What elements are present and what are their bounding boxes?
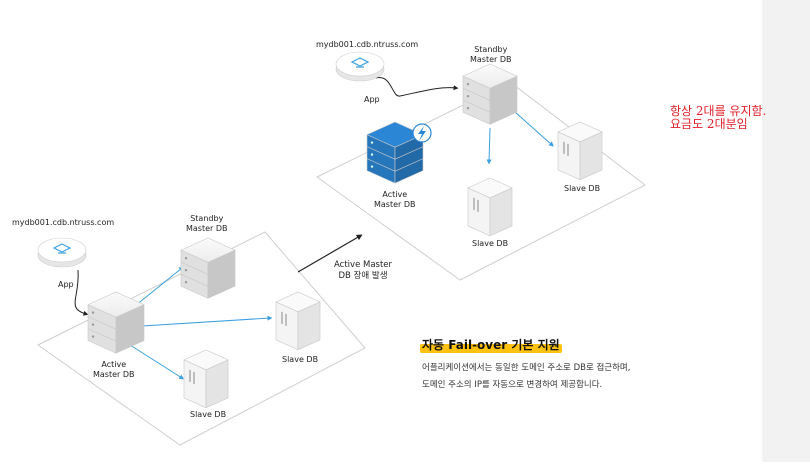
side-panel <box>762 0 810 462</box>
app-to-new-active-link <box>375 77 459 97</box>
feature-title-text: 자동 Fail-over 기본 지원 <box>422 338 560 352</box>
annotation-note: 항상 2대를 유지함. 요금도 2대분임 <box>670 105 766 131</box>
new-active-to-slave-link <box>514 111 554 147</box>
slave-db-before-bottom <box>183 349 229 409</box>
feature-title: 자동 Fail-over 기본 지원 <box>420 336 562 353</box>
active-to-slave-link <box>141 315 273 327</box>
endpoint-label-before: mydb001.cdb.ntruss.com <box>12 218 115 227</box>
transition-arrow <box>297 234 363 273</box>
app-label-before: App <box>58 280 74 289</box>
failed-active-master-db <box>366 121 424 184</box>
new-active-to-slave-bottom-link <box>486 127 492 165</box>
platform-after <box>316 81 646 281</box>
app-to-active-link <box>74 269 89 316</box>
app-icon-before <box>37 237 87 268</box>
app-icon-after <box>335 51 385 82</box>
slave-db-before-right <box>275 291 321 351</box>
slave-label-after-right: Slave DB <box>564 184 601 193</box>
slave-db-after-bottom <box>467 177 513 237</box>
lightning-icon <box>412 123 432 143</box>
endpoint-label-after: mydb001.cdb.ntruss.com <box>316 40 419 49</box>
active-to-slave-bottom-link <box>129 344 185 380</box>
standby-master-db-after <box>462 63 518 125</box>
feature-description: 어플리케이션에서는 동일한 도메인 주소로 DB로 접근하며, 도메인 주소의 … <box>422 360 630 394</box>
standby-master-db-before <box>180 237 236 299</box>
slave-label-after-bottom: Slave DB <box>472 239 509 248</box>
active-master-db-before <box>87 291 145 354</box>
feature-desc-line-2: 도메인 주소의 IP를 자동으로 변경하여 제공합니다. <box>422 380 603 390</box>
note-line-2: 요금도 2대분임 <box>670 117 748 131</box>
app-label-after: App <box>364 95 380 104</box>
slave-label-before-bottom: Slave DB <box>190 410 227 419</box>
feature-desc-line-1: 어플리케이션에서는 동일한 도메인 주소로 DB로 접근하며, <box>422 363 631 373</box>
note-line-1: 항상 2대를 유지함. <box>670 104 767 118</box>
slave-label-before-right: Slave DB <box>282 355 319 364</box>
slave-db-after-right <box>557 121 603 181</box>
